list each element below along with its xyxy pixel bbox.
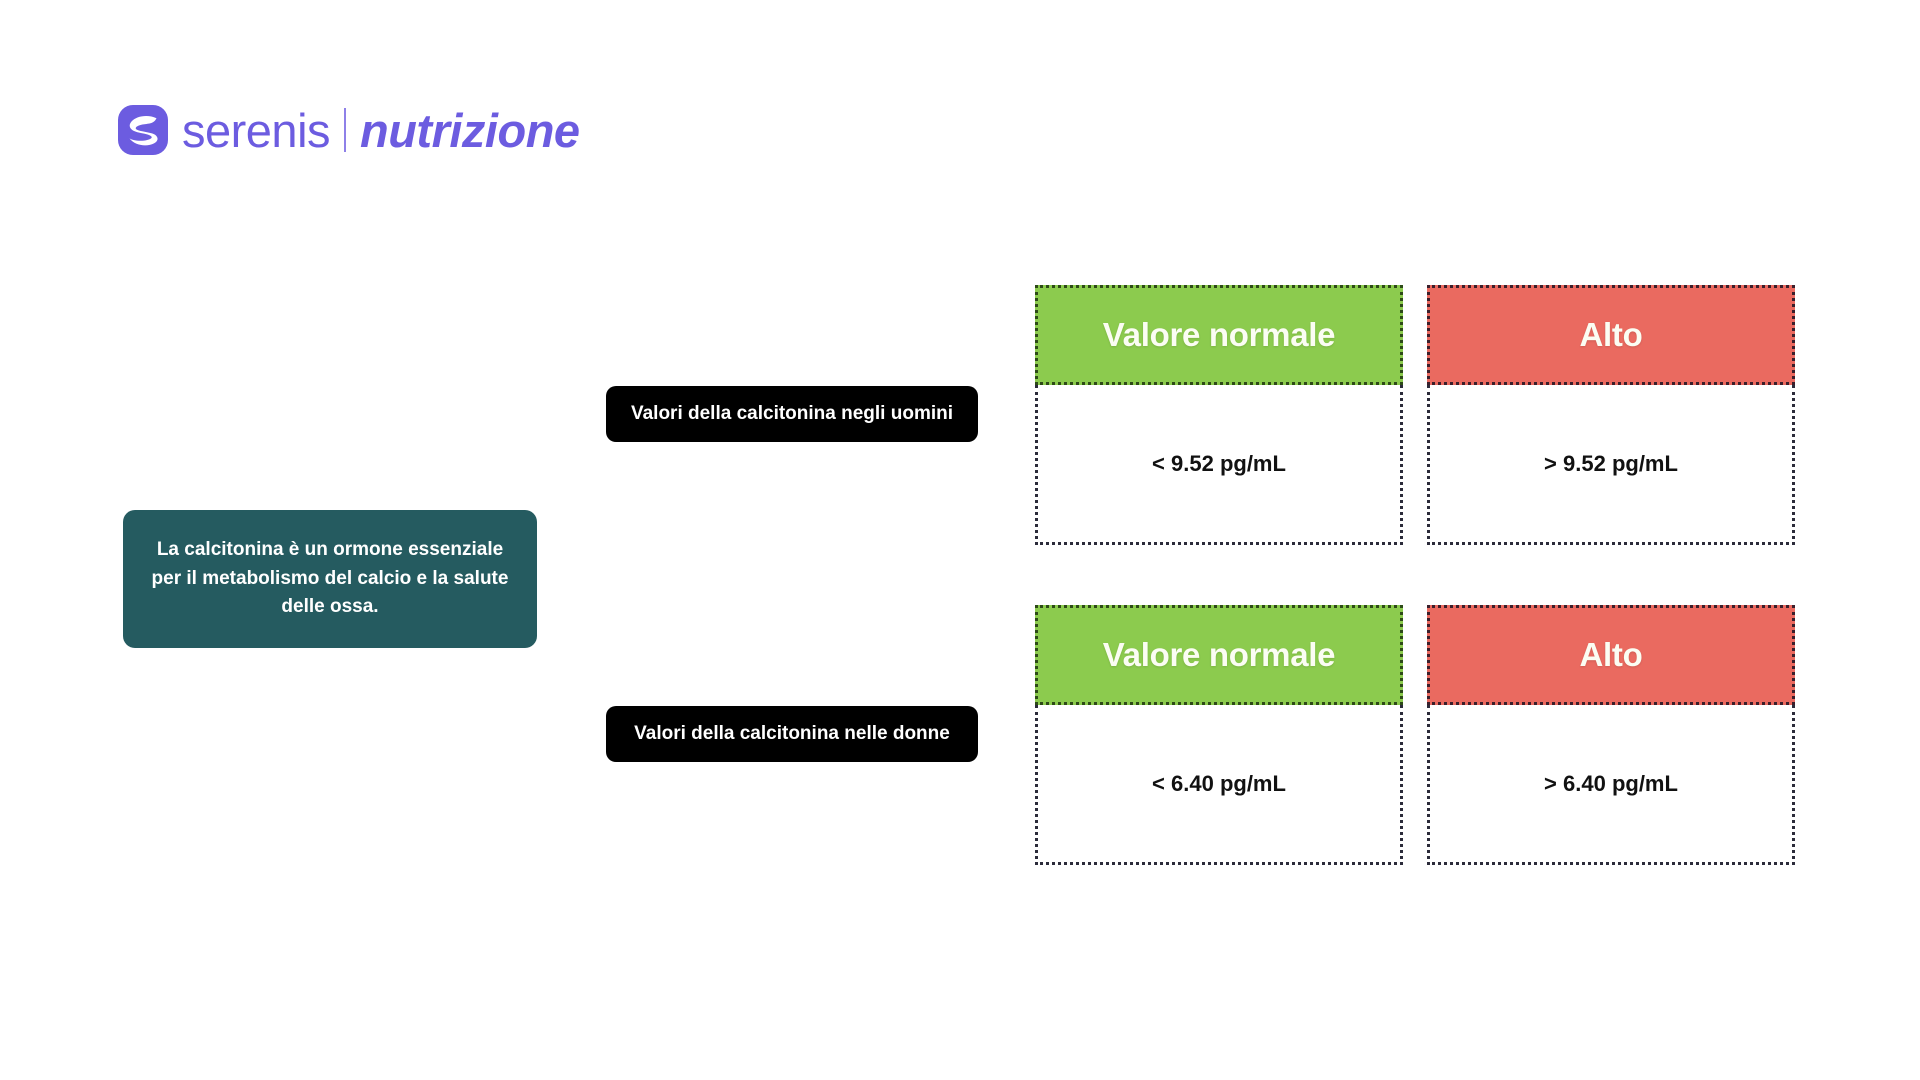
value-card-value-text: < 9.52 pg/mL	[1152, 450, 1286, 476]
value-card-men-high: Alto > 9.52 pg/mL	[1427, 285, 1795, 545]
serenis-s-logo-icon	[118, 105, 168, 155]
value-card-header-high: Alto	[1427, 605, 1795, 705]
brand-name: serenis	[182, 103, 331, 157]
brand-divider-icon	[344, 108, 347, 152]
value-card-body: < 6.40 pg/mL	[1035, 705, 1403, 865]
value-card-women-high: Alto > 6.40 pg/mL	[1427, 605, 1795, 865]
group-label-men: Valori della calcitonina negli uomini	[606, 386, 978, 442]
brand-logo: serenis nutrizione	[118, 105, 580, 155]
value-card-body: < 9.52 pg/mL	[1035, 385, 1403, 545]
brand-section-label: nutrizione	[360, 103, 580, 157]
brand-wordmark: serenis nutrizione	[182, 107, 580, 154]
group-label-women-text: Valori della calcitonina nelle donne	[634, 723, 950, 744]
value-card-header-text: Alto	[1579, 316, 1643, 353]
value-card-value-text: > 9.52 pg/mL	[1544, 450, 1678, 476]
value-card-value-text: < 6.40 pg/mL	[1152, 770, 1286, 796]
value-card-header-high: Alto	[1427, 285, 1795, 385]
info-callout-box: La calcitonina è un ormone essenziale pe…	[123, 510, 537, 648]
value-card-header-normal: Valore normale	[1035, 285, 1403, 385]
value-card-header-normal: Valore normale	[1035, 605, 1403, 705]
group-label-women: Valori della calcitonina nelle donne	[606, 706, 978, 762]
value-card-body: > 9.52 pg/mL	[1427, 385, 1795, 545]
value-card-women-normal: Valore normale < 6.40 pg/mL	[1035, 605, 1403, 865]
value-card-men-normal: Valore normale < 9.52 pg/mL	[1035, 285, 1403, 545]
value-card-body: > 6.40 pg/mL	[1427, 705, 1795, 865]
value-card-header-text: Alto	[1579, 636, 1643, 673]
value-card-header-text: Valore normale	[1102, 316, 1336, 353]
value-card-header-text: Valore normale	[1102, 636, 1336, 673]
group-label-men-text: Valori della calcitonina negli uomini	[630, 403, 954, 424]
value-card-value-text: > 6.40 pg/mL	[1544, 770, 1678, 796]
info-callout-text: La calcitonina è un ormone essenziale pe…	[151, 538, 509, 618]
